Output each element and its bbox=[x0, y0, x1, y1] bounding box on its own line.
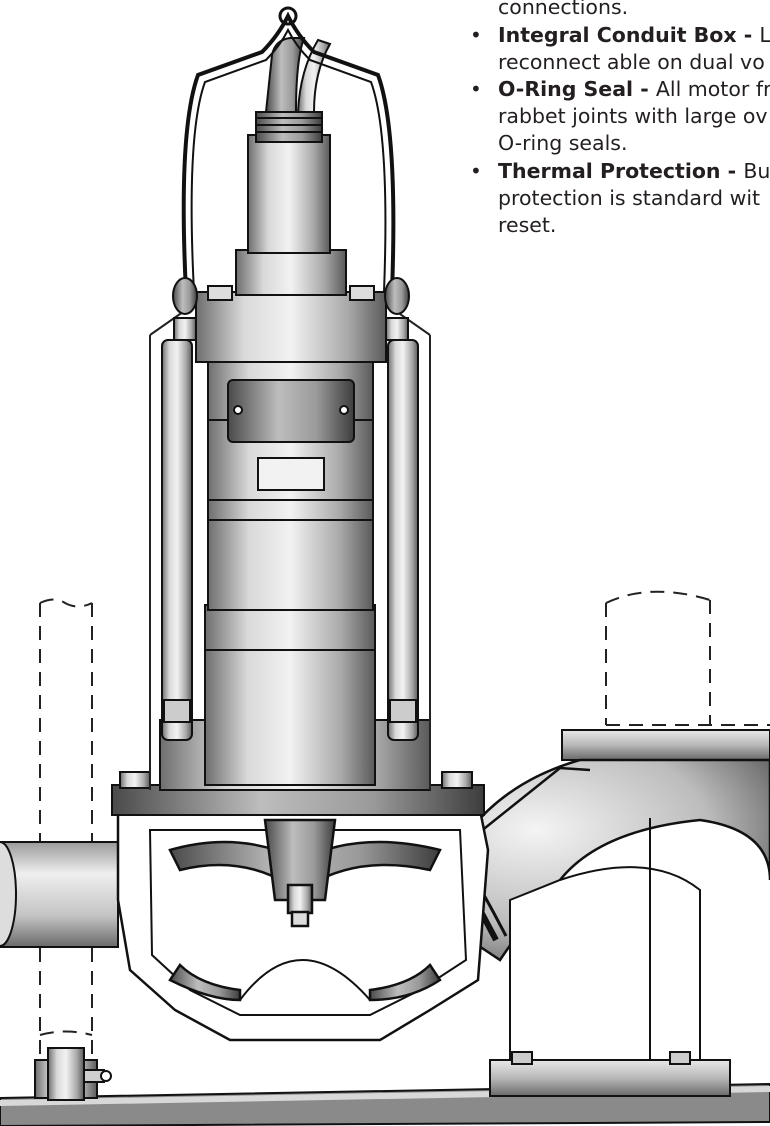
left-guide-rail bbox=[39, 598, 93, 1065]
suction-inlet bbox=[0, 841, 119, 948]
lifting-bail bbox=[181, 6, 396, 293]
motor-body bbox=[207, 359, 374, 611]
lifting-shackles bbox=[172, 277, 410, 341]
right-discharge-dashed bbox=[605, 590, 770, 726]
left-guide-bracket bbox=[34, 1047, 112, 1101]
motor-top-cap bbox=[195, 249, 387, 363]
cable-entry bbox=[247, 37, 332, 254]
motor-lower-housing bbox=[159, 604, 431, 791]
elbow-support-stand bbox=[489, 818, 731, 1097]
volute-casing bbox=[116, 798, 490, 1042]
discharge-flange bbox=[561, 729, 770, 761]
tie-rods bbox=[161, 339, 419, 741]
